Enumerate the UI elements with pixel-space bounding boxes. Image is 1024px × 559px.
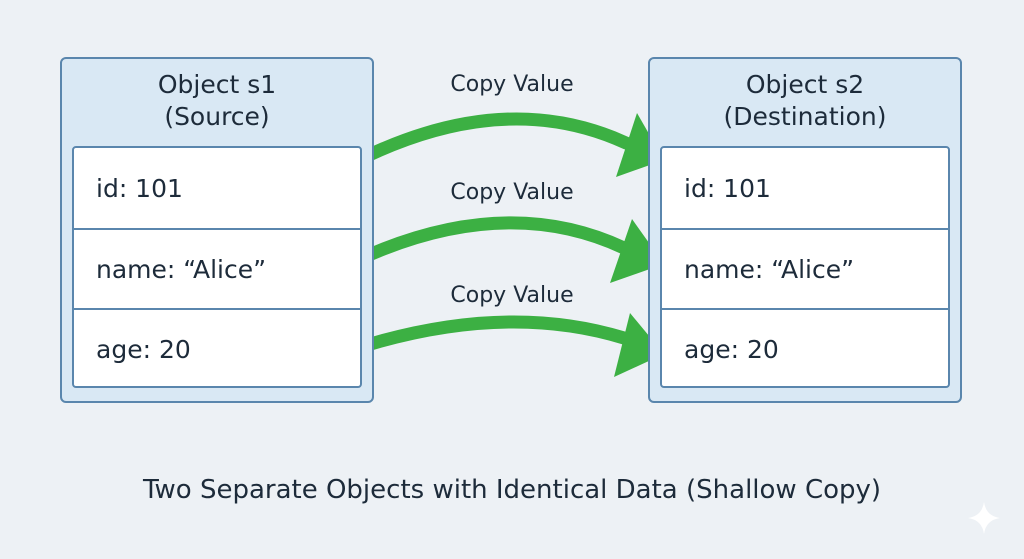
sparkle-icon: [968, 502, 1000, 534]
copy-value-label-name: Copy Value: [450, 180, 574, 205]
destination-field-name: name: “Alice”: [662, 228, 948, 308]
source-object-title: Object s1 (Source): [62, 69, 372, 133]
copy-arrow-name: [338, 216, 664, 283]
destination-object-fields: id: 101 name: “Alice” age: 20: [660, 146, 950, 388]
copy-value-label-age: Copy Value: [450, 283, 574, 308]
destination-object-role: (Destination): [723, 102, 887, 131]
destination-field-age: age: 20: [662, 308, 948, 386]
destination-object-title: Object s2 (Destination): [650, 69, 960, 133]
diagram-caption: Two Separate Objects with Identical Data…: [142, 475, 882, 505]
source-object-role: (Source): [164, 102, 270, 131]
source-object-fields: id: 101 name: “Alice” age: 20: [72, 146, 362, 388]
source-object-box: Object s1 (Source) id: 101 name: “Alice”…: [60, 57, 374, 403]
source-field-id: id: 101: [96, 173, 183, 203]
destination-field-id: id: 101: [684, 173, 771, 203]
copy-value-label-id: Copy Value: [450, 72, 574, 97]
destination-object-name: Object s2: [745, 70, 865, 99]
copy-arrow-age: [338, 313, 664, 377]
copy-arrow-id: [338, 112, 664, 177]
source-field-age: age: 20: [74, 308, 360, 386]
destination-object-box: Object s2 (Destination) id: 101 name: “A…: [648, 57, 962, 403]
source-field-name: name: “Alice”: [74, 228, 360, 308]
source-object-name: Object s1: [157, 70, 277, 99]
